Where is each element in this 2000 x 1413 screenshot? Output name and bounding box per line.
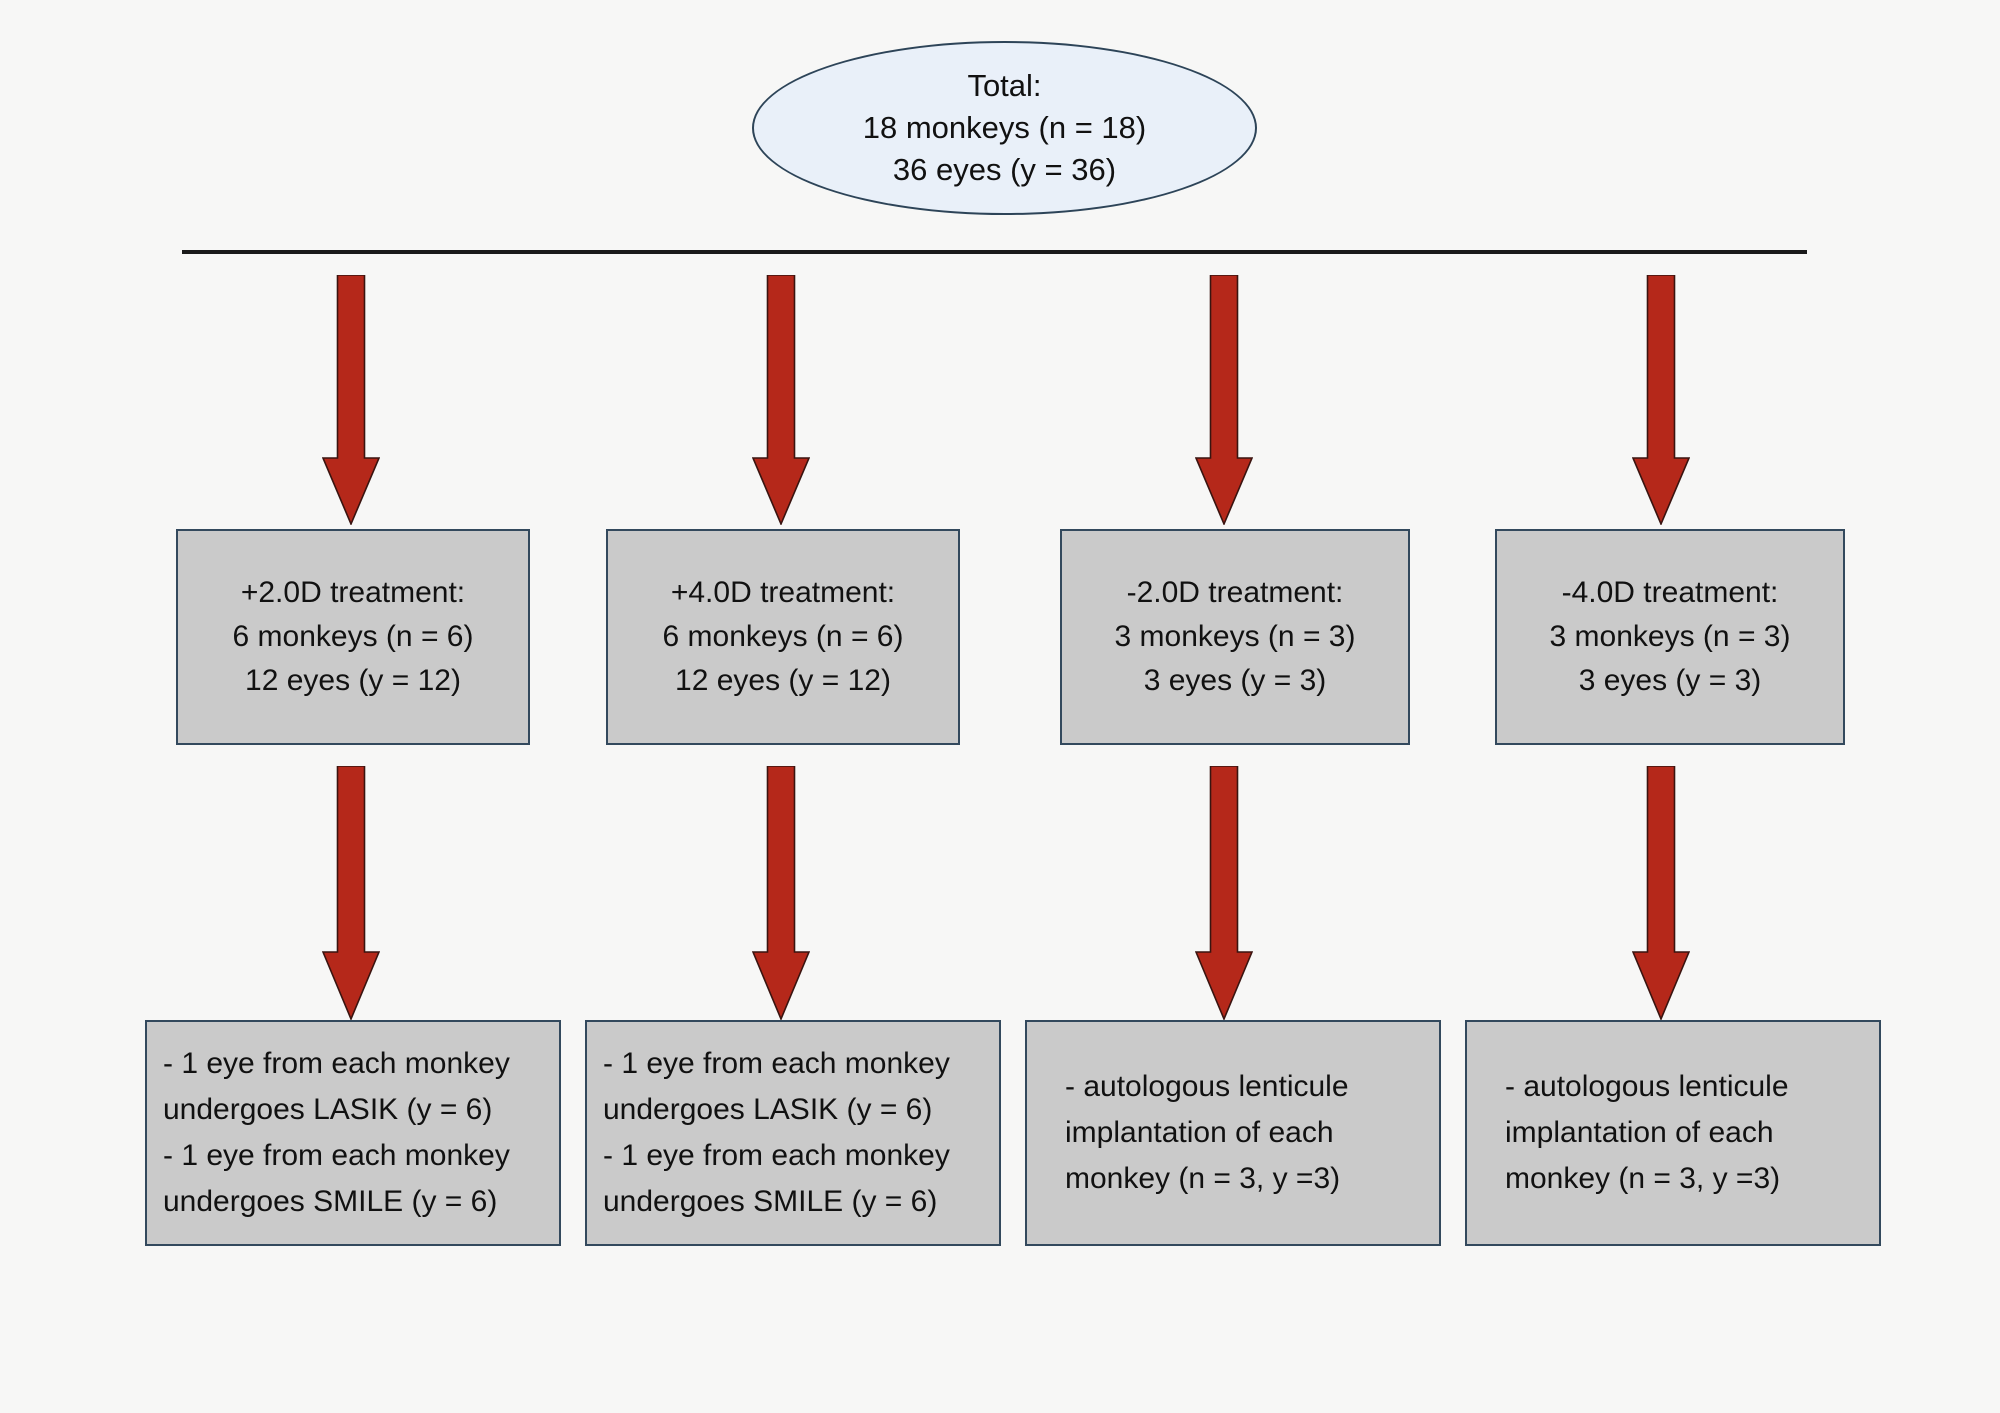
treatment-group-box-2: +4.0D treatment: 6 monkeys (n = 6) 12 ey… — [606, 529, 960, 745]
group-line: 3 eyes (y = 3) — [1143, 664, 1327, 697]
group-line: 6 monkeys (n = 6) — [662, 620, 904, 653]
group-line: 12 eyes (y = 12) — [675, 664, 891, 697]
ellipse-line: 18 monkeys (n = 18) — [862, 110, 1147, 145]
arrow-to-group-1 — [322, 275, 380, 525]
procedure-line: implantation of each — [1065, 1116, 1334, 1149]
ellipse-line: Total: — [967, 68, 1042, 103]
arrow-to-group-2 — [752, 275, 810, 525]
total-cohort-ellipse: Total: 18 monkeys (n = 18) 36 eyes (y = … — [752, 41, 1257, 215]
ellipse-line: 36 eyes (y = 36) — [892, 152, 1117, 187]
procedure-box-3: - autologous lenticule implantation of e… — [1025, 1020, 1441, 1246]
group-line: -2.0D treatment: — [1126, 576, 1344, 609]
procedure-line: undergoes SMILE (y = 6) — [603, 1185, 938, 1218]
procedure-line: monkey (n = 3, y =3) — [1065, 1162, 1341, 1195]
group-line: 3 monkeys (n = 3) — [1114, 620, 1356, 653]
procedure-line: - autologous lenticule — [1065, 1070, 1349, 1103]
group-line: +2.0D treatment: — [240, 576, 466, 609]
treatment-group-box-1: +2.0D treatment: 6 monkeys (n = 6) 12 ey… — [176, 529, 530, 745]
procedure-line: - 1 eye from each monkey — [163, 1047, 510, 1080]
group-line: 12 eyes (y = 12) — [245, 664, 461, 697]
procedure-line: undergoes SMILE (y = 6) — [163, 1185, 498, 1218]
arrow-to-procedure-3 — [1195, 766, 1253, 1020]
arrow-to-group-4 — [1632, 275, 1690, 525]
arrow-to-procedure-2 — [752, 766, 810, 1020]
group-line: 6 monkeys (n = 6) — [232, 620, 474, 653]
procedure-line: - 1 eye from each monkey — [603, 1047, 950, 1080]
procedure-line: implantation of each — [1505, 1116, 1774, 1149]
arrow-to-group-3 — [1195, 275, 1253, 525]
procedure-box-2: - 1 eye from each monkey undergoes LASIK… — [585, 1020, 1001, 1246]
procedure-box-4: - autologous lenticule implantation of e… — [1465, 1020, 1881, 1246]
procedure-line: monkey (n = 3, y =3) — [1505, 1162, 1781, 1195]
arrow-to-procedure-4 — [1632, 766, 1690, 1020]
procedure-line: undergoes LASIK (y = 6) — [603, 1093, 933, 1126]
group-line: -4.0D treatment: — [1561, 576, 1779, 609]
group-line: 3 monkeys (n = 3) — [1549, 620, 1791, 653]
group-line: +4.0D treatment: — [670, 576, 896, 609]
arrow-to-procedure-1 — [322, 766, 380, 1020]
treatment-group-box-3: -2.0D treatment: 3 monkeys (n = 3) 3 eye… — [1060, 529, 1410, 745]
procedure-line: undergoes LASIK (y = 6) — [163, 1093, 493, 1126]
horizontal-connector-line — [182, 250, 1807, 254]
group-line: 3 eyes (y = 3) — [1578, 664, 1762, 697]
procedure-line: - 1 eye from each monkey — [163, 1139, 510, 1172]
procedure-box-1: - 1 eye from each monkey undergoes LASIK… — [145, 1020, 561, 1246]
treatment-group-box-4: -4.0D treatment: 3 monkeys (n = 3) 3 eye… — [1495, 529, 1845, 745]
procedure-line: - 1 eye from each monkey — [603, 1139, 950, 1172]
procedure-line: - autologous lenticule — [1505, 1070, 1789, 1103]
